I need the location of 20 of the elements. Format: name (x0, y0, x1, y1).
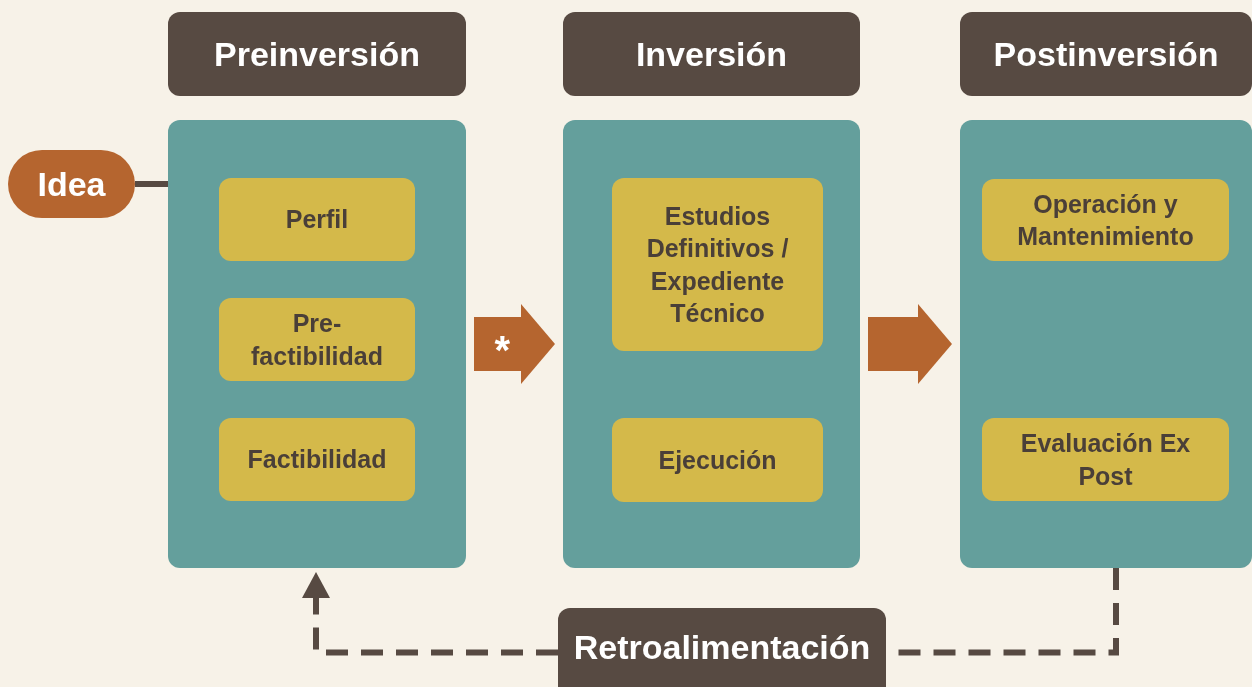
phase-header: Preinversión (168, 12, 466, 96)
activity-box: Factibilidad (219, 418, 415, 501)
activity-box: Operación y Mantenimiento (982, 179, 1229, 261)
stage-panel (960, 120, 1252, 568)
activity-box: Pre- factibilidad (219, 298, 415, 381)
block-arrow (474, 304, 555, 384)
stage-panel (563, 120, 860, 568)
phase-header: Postinversión (960, 12, 1252, 96)
activity-box: Ejecución (612, 418, 823, 502)
dashed-connector (302, 572, 558, 656)
activity-box: Estudios Definitivos / Expediente Técnico (612, 178, 823, 351)
connector-line (135, 181, 168, 187)
block-arrow (868, 304, 952, 384)
activity-box: Evaluación Ex Post (982, 418, 1229, 501)
idea-pill: Idea (8, 150, 135, 218)
phase-header: Inversión (563, 12, 860, 96)
edge-label: * (494, 330, 511, 370)
feedback-box: Retroalimentación (558, 608, 886, 687)
activity-box: Perfil (219, 178, 415, 261)
stage-panel (168, 120, 466, 568)
